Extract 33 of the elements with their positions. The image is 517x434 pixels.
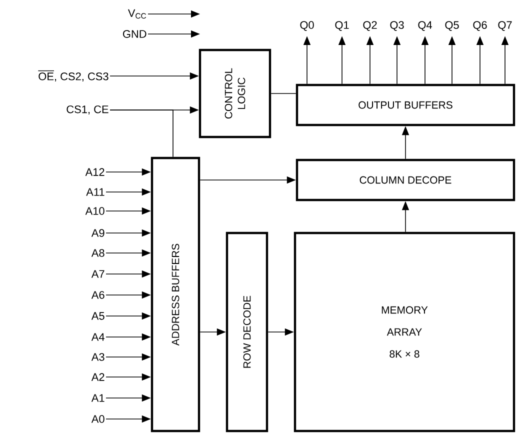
output-pin-label: Q7: [498, 21, 512, 31]
address-buffers-block: ADDRESS BUFFERS: [150, 156, 200, 432]
output-pin-label: Q6: [473, 21, 487, 31]
pin-label: V$_{CC}$: [128, 9, 146, 19]
output-pin-label: Q5: [445, 21, 459, 31]
column-decoder-block: COLUMN DECOPE: [296, 158, 516, 202]
output-pin-label: Q1: [335, 21, 349, 31]
address-pin-label: A4: [91, 333, 104, 341]
address-pin-label: A6: [91, 291, 104, 299]
address-pin-label: A12: [85, 168, 104, 176]
address-pin-label: A8: [91, 249, 104, 257]
address-pin-label: A7: [91, 270, 104, 278]
connector-line: [110, 110, 174, 158]
row-decoder-block: ROW DECODE: [226, 232, 268, 432]
control-logic-block: CONTROL LOGIC: [198, 48, 272, 138]
address-pin-label: A10: [85, 207, 104, 215]
address-pin-label: A1: [91, 394, 104, 402]
address-pin-label: A0: [91, 415, 104, 423]
address-pin-label: A11: [86, 188, 104, 196]
output-pin-label: Q3: [390, 21, 404, 31]
output-pin-label: Q0: [300, 21, 314, 31]
output-buffers-block: OUTPUT BUFFERS: [296, 84, 516, 126]
address-pin-label: A9: [91, 229, 104, 237]
memory-array-block: MEMORY ARRAY 8K × 8: [294, 232, 516, 432]
connector-line: [270, 93, 296, 94]
address-pin-label: A2: [91, 373, 104, 381]
pin-label: OE, CS2, CS3: [38, 70, 108, 82]
output-pin-label: Q2: [363, 21, 377, 31]
pin-label: CS1, CE: [66, 105, 108, 115]
output-pin-label: Q4: [418, 21, 432, 31]
address-pin-label: A5: [91, 312, 104, 320]
pin-label: GND: [123, 30, 146, 38]
address-pin-label: A3: [91, 353, 104, 361]
